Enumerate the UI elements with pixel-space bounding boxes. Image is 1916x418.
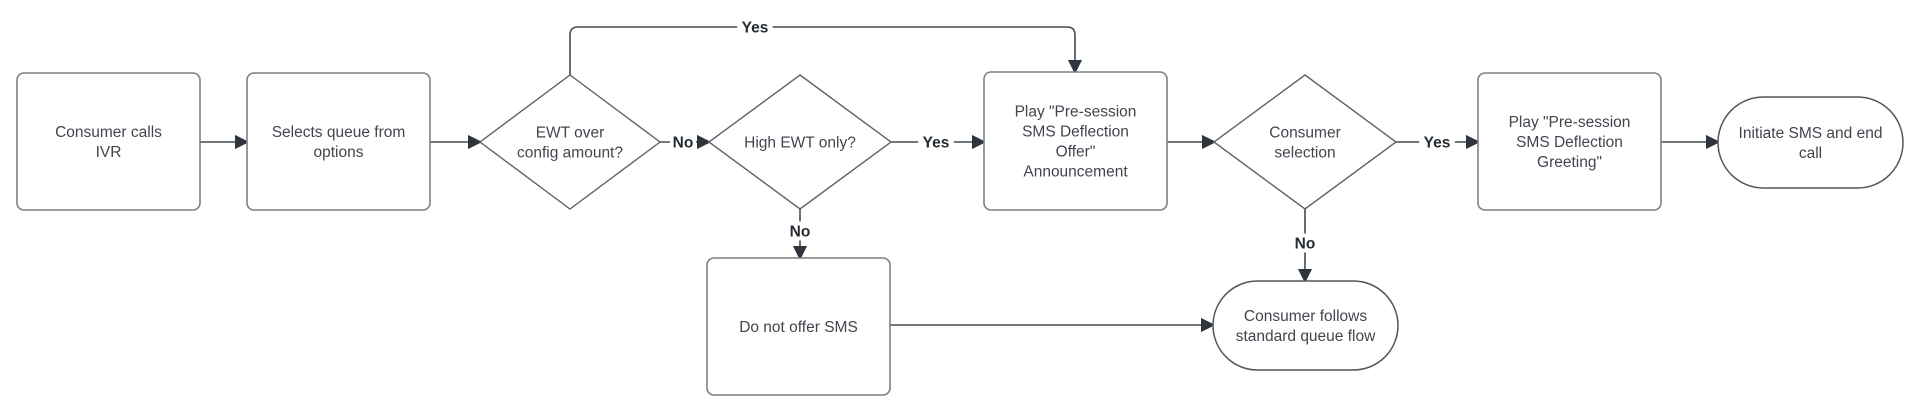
- edge-label-selection-no-to-standard: No: [1295, 236, 1316, 253]
- edge-ewt-yes-to-offer: [569, 26, 1083, 75]
- node-do-not-offer-sms: Do not offer SMS: [706, 257, 891, 396]
- decision-shape: [707, 74, 893, 210]
- edge-label-selection-yes-to-greeting: Yes: [1424, 135, 1451, 152]
- edge-label-high-ewt-no-to-do-not-offer: No: [790, 224, 811, 241]
- edge-label-background: [1292, 233, 1318, 253]
- decision-shape: [1212, 74, 1398, 210]
- decision-shape: [478, 74, 662, 210]
- terminator-shape: [1212, 280, 1399, 371]
- node-high-ewt-only: High EWT only?: [707, 74, 893, 210]
- edge-label-ewt-yes-to-offer: Yes: [742, 20, 769, 37]
- node-label: High EWT only?: [744, 135, 856, 152]
- edge-label-background: [1419, 132, 1455, 152]
- edge-label-background: [737, 17, 773, 37]
- process-shape: [983, 71, 1168, 211]
- terminator-shape: [1717, 96, 1904, 189]
- edge-label-ewt-no-to-high-ewt: No: [673, 135, 694, 152]
- edge-label-background: [787, 221, 813, 241]
- process-shape: [1477, 72, 1662, 211]
- edge-label-high-ewt-yes-to-offer: Yes: [923, 135, 950, 152]
- process-shape: [246, 72, 431, 211]
- node-label: Do not offer SMS: [739, 319, 858, 336]
- process-shape: [706, 257, 891, 396]
- process-shape: [16, 72, 201, 211]
- edge-label-background: [918, 132, 954, 152]
- edge-label-background: [670, 132, 696, 152]
